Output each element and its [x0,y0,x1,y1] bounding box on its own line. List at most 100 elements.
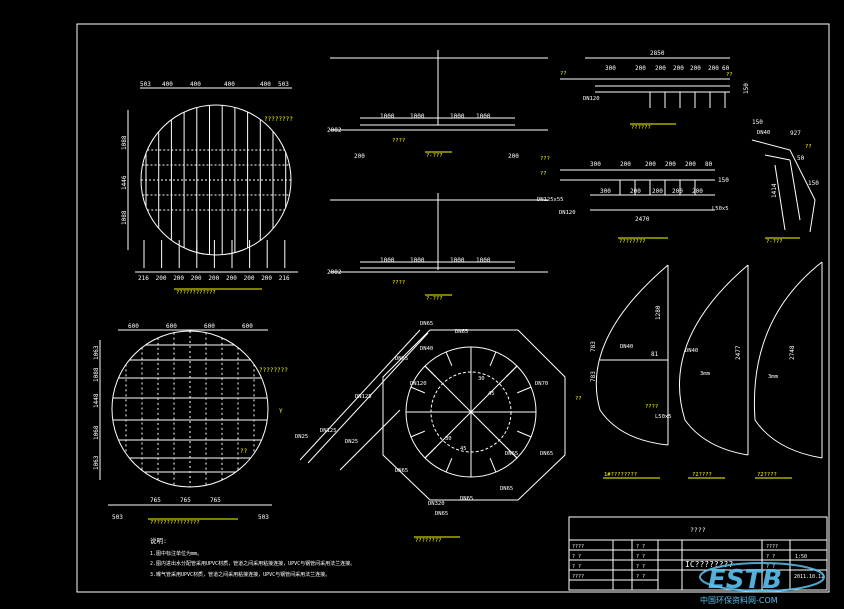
s1-note: ???? [392,138,405,144]
d2-side: 150 [718,177,729,184]
s1-top-dim-1: 1000 [410,113,425,120]
d4-dim2: 783 [590,371,597,382]
d2-total: 2470 [635,216,650,223]
oct-pipe-12: DN65 [435,511,448,517]
d2-span-1: 200 [620,161,631,168]
d2-span-2: 200 [645,161,656,168]
d4-pipe: DN40 [620,344,633,350]
watermark-logo-text: ESTB [708,565,782,595]
oct-pipe-9: DN65 [505,451,518,457]
v1-top-dim-3: 400 [224,81,235,88]
d2-lower-4: 200 [692,188,703,195]
d4-dim3: 81 [651,351,659,358]
v2-bottom-dim-0: 765 [150,497,161,504]
d6-mm: 3mm [768,374,779,380]
v1-top-dim-5: 503 [278,81,289,88]
title-d1: ?????? [631,125,651,131]
d2-note1: ??? [540,156,550,162]
s1-top-dim-0: 1000 [380,113,395,120]
oct-pipe-6: DN120 [410,381,427,387]
notes-block: 说明: 1.图中标注单位为mm。 2.图内进出水分配管采用UPVC材质，管道之间… [150,536,355,578]
v1-bottom-dim-1: 200 [156,275,167,282]
d2-pipe1: DN125x55 [537,197,564,203]
d2-lower-1: 200 [630,188,641,195]
v2-left-dim-2: 1448 [93,393,100,408]
oct-dn125-2: DN25 [295,434,308,440]
detail-5-panel: DN40 3mm 2477 ?2???? [678,264,749,479]
v1-top-dim-2: 400 [190,81,201,88]
d4-note2: ?? [575,396,582,402]
v2-bottom-dim-1: 765 [180,497,191,504]
d3-dim0: 150 [752,119,763,126]
v1-bottom-dim-4: 200 [208,275,219,282]
oct-pipe-7: DN70 [535,381,548,387]
d1-span-3: 200 [673,65,684,72]
v2-top-dim-1: 600 [166,323,177,330]
tb-r2: ? ? [766,564,775,570]
detail-4-panel: 1280 783 783 81 DN40 L50x5 ???? ?? 1#???… [575,264,672,479]
oct-pipe-5: DN40 [420,346,433,352]
d1-span-1: 200 [635,65,646,72]
tb-v2: 2011.10.12 [794,574,824,580]
title-v2: ??????????????? [150,520,200,526]
v1-bottom-dim-8: 216 [279,275,290,282]
d2-lower-3: 200 [672,188,683,195]
notes-line-2: 2.图内进出水分配管采用UPVC材质，管道之间采用粘接连接，UPVC与钢管间采用… [150,560,355,567]
v2-top-dim-0: 600 [128,323,139,330]
v2-bottom-edge-1: 503 [258,514,269,521]
detail-3-bracket: 150 927 1414 150 50 DN40 ?? ?-??? [751,119,819,245]
d1-span-2: 200 [655,65,666,72]
tb-l1: ? ? [572,554,581,560]
d2-lower-0: 300 [600,188,611,195]
tb-m0: ? ? [636,544,645,550]
d2-span-4: 200 [685,161,696,168]
oct-angle-1: 45 [488,391,495,397]
d4-angle: L50x5 [655,414,672,420]
tb-m1: ? ? [636,554,645,560]
v1-bottom-dim-2: 200 [173,275,184,282]
v2-bottom-edge-0: 503 [112,514,123,521]
watermark-logo: ESTB 中国环保资料网-COM [699,562,825,605]
title-d4: 1#???????? [604,472,637,478]
s2-top-dim-2: 1000 [450,257,465,264]
d4-dim1: 783 [590,341,597,352]
d2-span-0: 300 [590,161,601,168]
label-v1-note: ???????? [264,116,293,123]
v1-bottom-dim-0: 216 [138,275,149,282]
v1-bottom-dim-6: 200 [244,275,255,282]
d2-angle: L50x5 [712,206,729,212]
s2-top-dim-0: 1000 [380,257,395,264]
d2-lower-2: 200 [652,188,663,195]
oct-pipe-2: DN125 [355,394,372,400]
oct-pipe-15: DN25 [345,439,358,445]
s1-top-dim-3: 1000 [476,113,491,120]
notes-heading: 说明: [150,536,167,545]
v1-left-dim-2: 1088 [121,210,128,225]
oct-pipe-11: DN65 [395,468,408,474]
d1-span-5: 200 [708,65,719,72]
v1-top-dim-4: 400 [260,81,271,88]
v2-top-dim-2: 600 [204,323,215,330]
oct-angle-0: 30 [478,376,485,382]
d2-pipe2: DN120 [559,210,576,216]
s1-bottom-left: 200 [354,153,365,160]
s2-note: ???? [392,280,405,286]
oct-pipe-1: DN65 [420,321,433,327]
v2-left-dim-0: 1063 [93,345,100,360]
tb-l2: ? ? [572,564,581,570]
title-s2: ?-??? [426,296,443,302]
d4-dim0: 1280 [655,305,662,320]
label-v2-note2: ?? [240,448,248,455]
d1-total: 2850 [650,50,665,57]
title-s1: ?-??? [426,153,443,159]
title-d2: ???????? [619,239,646,245]
v2-bottom-dim-2: 765 [210,497,221,504]
v2-left-dim-3: 1068 [93,425,100,440]
d3-pipe: DN40 [757,130,770,136]
